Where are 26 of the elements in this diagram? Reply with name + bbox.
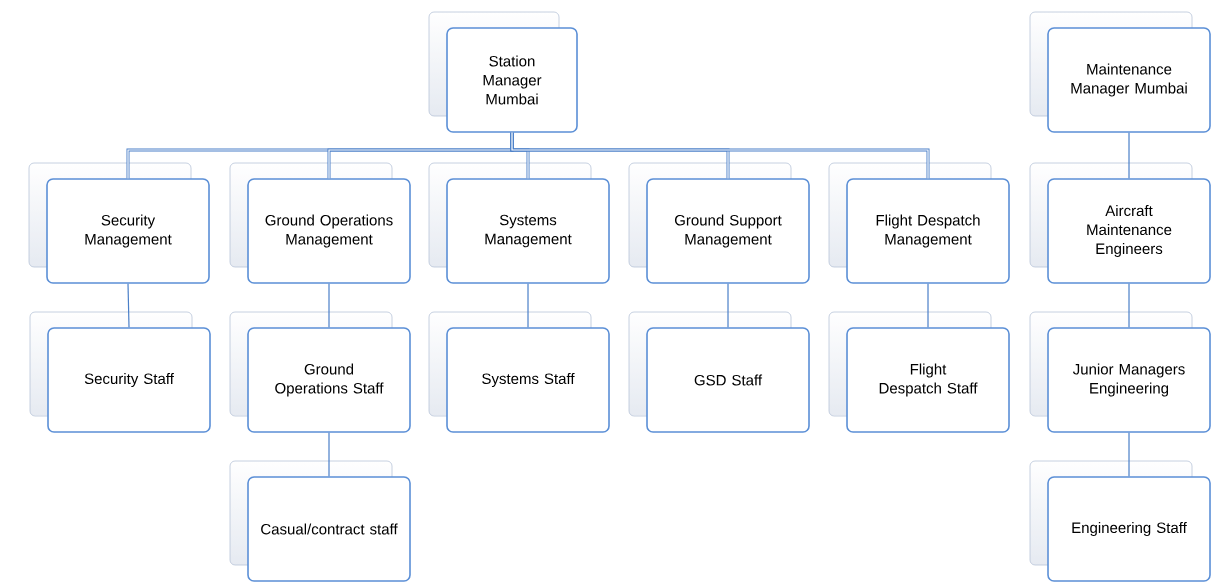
- connector-line: [727, 283, 729, 328]
- connector-line: [127, 283, 130, 328]
- org-box: Ground Operations Management: [229, 162, 411, 284]
- org-box: Systems Staff: [428, 311, 610, 433]
- org-box: Casual/contract staff: [229, 460, 411, 582]
- org-box: Ground Operations Staff: [229, 311, 411, 433]
- org-box: Flight Despatch Management: [828, 162, 1010, 284]
- org-box: Junior Managers Engineering: [1029, 311, 1211, 433]
- connector-line: [1128, 132, 1130, 179]
- org-box: Flight Despatch Staff: [828, 311, 1010, 433]
- org-box: Maintenance Manager Mumbai: [1029, 11, 1211, 133]
- connector-line: [927, 283, 929, 328]
- connector-line: [328, 432, 330, 477]
- connector-line: [510, 132, 930, 179]
- connector-line: [328, 283, 330, 328]
- org-box: GSD Staff: [628, 311, 810, 433]
- org-box: Aircraft Maintenance Engineers: [1029, 162, 1211, 284]
- connector-line: [1128, 283, 1130, 328]
- connector-line: [1128, 432, 1130, 477]
- org-box: Security Management: [28, 162, 210, 284]
- org-box: Station Manager Mumbai: [428, 11, 578, 133]
- org-box: Engineering Staff: [1029, 460, 1211, 582]
- connector-line: [527, 283, 529, 328]
- org-box: Systems Management: [428, 162, 610, 284]
- org-box: Security Staff: [29, 311, 211, 433]
- org-box: Ground Support Management: [628, 162, 810, 284]
